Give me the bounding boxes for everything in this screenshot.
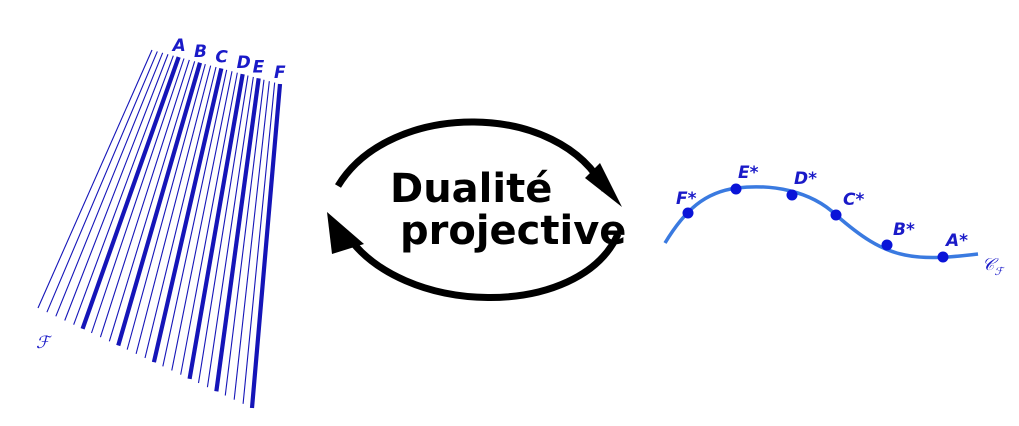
pencil-line bbox=[224, 79, 265, 396]
line-pencil bbox=[37, 49, 283, 409]
title-line-1: Dualité bbox=[390, 166, 552, 212]
curve-point bbox=[937, 251, 949, 263]
pencil-line bbox=[126, 64, 206, 350]
curve-point bbox=[682, 207, 694, 219]
labeled-line bbox=[187, 73, 245, 380]
pencil-line bbox=[55, 52, 164, 317]
pencil-line bbox=[37, 49, 153, 309]
top-arrow bbox=[335, 118, 609, 192]
pencil-line bbox=[99, 59, 190, 338]
pencil-line bbox=[233, 81, 270, 400]
curve-point-label: E* bbox=[738, 163, 759, 183]
labeled-line bbox=[80, 56, 181, 330]
pencil-line bbox=[108, 61, 196, 342]
labeled-line bbox=[214, 78, 261, 392]
line-label: F bbox=[274, 63, 286, 83]
bottom-arrow bbox=[342, 230, 622, 301]
pencil-line bbox=[64, 54, 169, 321]
family-label: ℱ bbox=[36, 333, 53, 353]
curve-point-label: C* bbox=[843, 190, 864, 210]
top-arrowhead-icon bbox=[585, 163, 622, 207]
curve-point bbox=[786, 189, 798, 201]
curve-points: A* B* C* D* E* F* bbox=[676, 163, 968, 263]
line-label: B bbox=[194, 42, 207, 62]
pencil-line bbox=[46, 51, 158, 313]
pencil-line bbox=[206, 76, 254, 388]
pencil-line bbox=[90, 58, 185, 334]
pencil-line bbox=[162, 69, 228, 367]
bottom-arrowhead-icon bbox=[327, 212, 364, 254]
line-label: E bbox=[253, 57, 265, 77]
pencil-line bbox=[135, 65, 212, 354]
title-line-2: projective bbox=[400, 208, 626, 254]
pencil-line bbox=[242, 82, 276, 404]
pencil-line bbox=[180, 72, 238, 375]
line-label: C bbox=[215, 47, 228, 67]
labeled-line bbox=[116, 62, 203, 347]
pencil-line bbox=[73, 55, 174, 325]
dual-curve bbox=[663, 185, 979, 260]
curve-point-label: B* bbox=[893, 220, 915, 240]
line-label: A bbox=[171, 36, 186, 56]
curve-point-label: F* bbox=[676, 189, 697, 209]
curve-point bbox=[881, 239, 893, 251]
curve-label: 𝒞ℱ bbox=[982, 255, 1005, 278]
line-label: D bbox=[237, 53, 251, 73]
curve-point-label: A* bbox=[944, 231, 968, 251]
curve-point bbox=[730, 183, 742, 195]
curve-point-label: D* bbox=[794, 169, 817, 189]
pencil-line bbox=[197, 75, 249, 384]
labeled-line bbox=[151, 67, 224, 363]
pencil-line bbox=[144, 66, 217, 359]
labeled-line bbox=[249, 83, 283, 409]
pencil-line bbox=[171, 71, 233, 371]
curve-point bbox=[830, 209, 842, 221]
